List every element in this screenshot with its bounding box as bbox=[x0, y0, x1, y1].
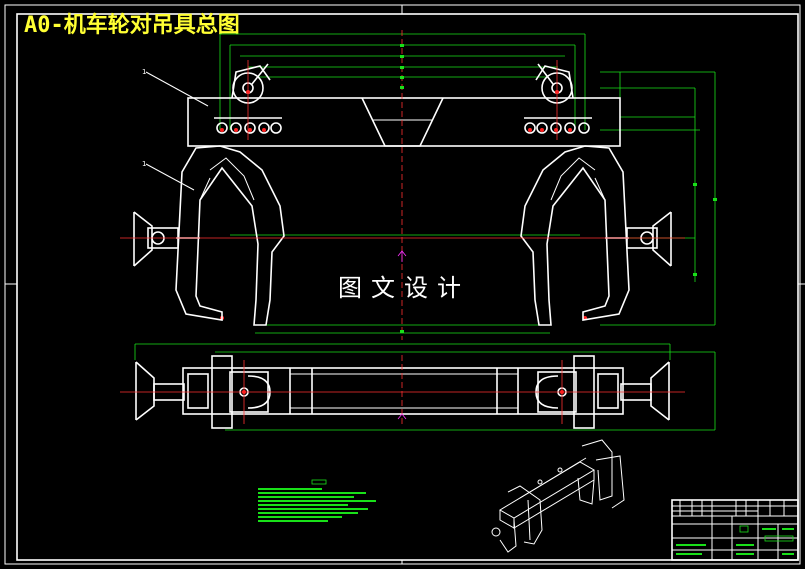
top-view bbox=[120, 343, 716, 431]
watermark-text: 图文设计 bbox=[338, 274, 470, 302]
technical-notes-block bbox=[258, 479, 376, 522]
isometric-view bbox=[491, 439, 625, 553]
leader-label-2: 1 bbox=[142, 160, 146, 168]
leader-label-1: 1 bbox=[142, 68, 146, 76]
center-ticks bbox=[400, 44, 717, 333]
title-block bbox=[671, 499, 799, 561]
drawing-title: A0-机车轮对吊具总图 bbox=[24, 12, 240, 38]
front-view: 1 1 bbox=[120, 30, 717, 340]
sheet-frame bbox=[4, 4, 805, 565]
